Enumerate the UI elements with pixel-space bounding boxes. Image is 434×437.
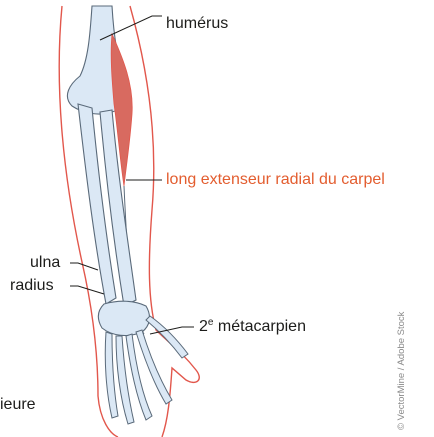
label-second-metacarpal: 2e métacarpien xyxy=(199,318,306,336)
metacarpal-number: 2 xyxy=(199,318,208,335)
label-cut-off-left: ieure xyxy=(0,396,36,414)
label-ulna: ulna xyxy=(30,254,60,272)
arm-skin-outline-right xyxy=(130,6,199,437)
label-humerus: humérus xyxy=(166,15,228,33)
metacarpal-text: métacarpien xyxy=(213,318,306,335)
stock-credit-watermark: © VectorMine / Adobe Stock xyxy=(396,312,407,430)
label-radius: radius xyxy=(10,277,54,295)
label-extensor-carpi-radialis-longus: long extenseur radial du carpel xyxy=(166,171,385,189)
